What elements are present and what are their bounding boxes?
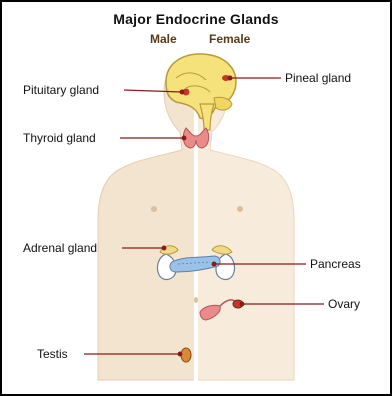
label-testis: Testis <box>37 347 68 361</box>
testis-icon <box>181 348 191 362</box>
label-pancreas: Pancreas <box>310 257 361 271</box>
testis-leader-dot <box>178 352 182 356</box>
pituitary-leader-dot <box>180 90 184 94</box>
label-pituitary-gland: Pituitary gland <box>23 83 99 97</box>
pancreas-leader-dot <box>212 262 216 266</box>
pineal-leader-dot <box>228 76 232 80</box>
thyroid-leader-dot <box>182 136 186 140</box>
navel-icon <box>194 297 198 303</box>
male-body-half <box>98 58 196 380</box>
female-nipple-icon <box>237 206 243 212</box>
adrenal-leader-dot <box>162 246 166 250</box>
male-nipple-icon <box>151 206 157 212</box>
label-ovary: Ovary <box>328 297 360 311</box>
label-thyroid-gland: Thyroid gland <box>23 131 96 145</box>
label-adrenal-gland: Adrenal gland <box>23 241 97 255</box>
label-pineal-gland: Pineal gland <box>285 71 351 85</box>
ovary-leader-dot <box>240 302 244 306</box>
